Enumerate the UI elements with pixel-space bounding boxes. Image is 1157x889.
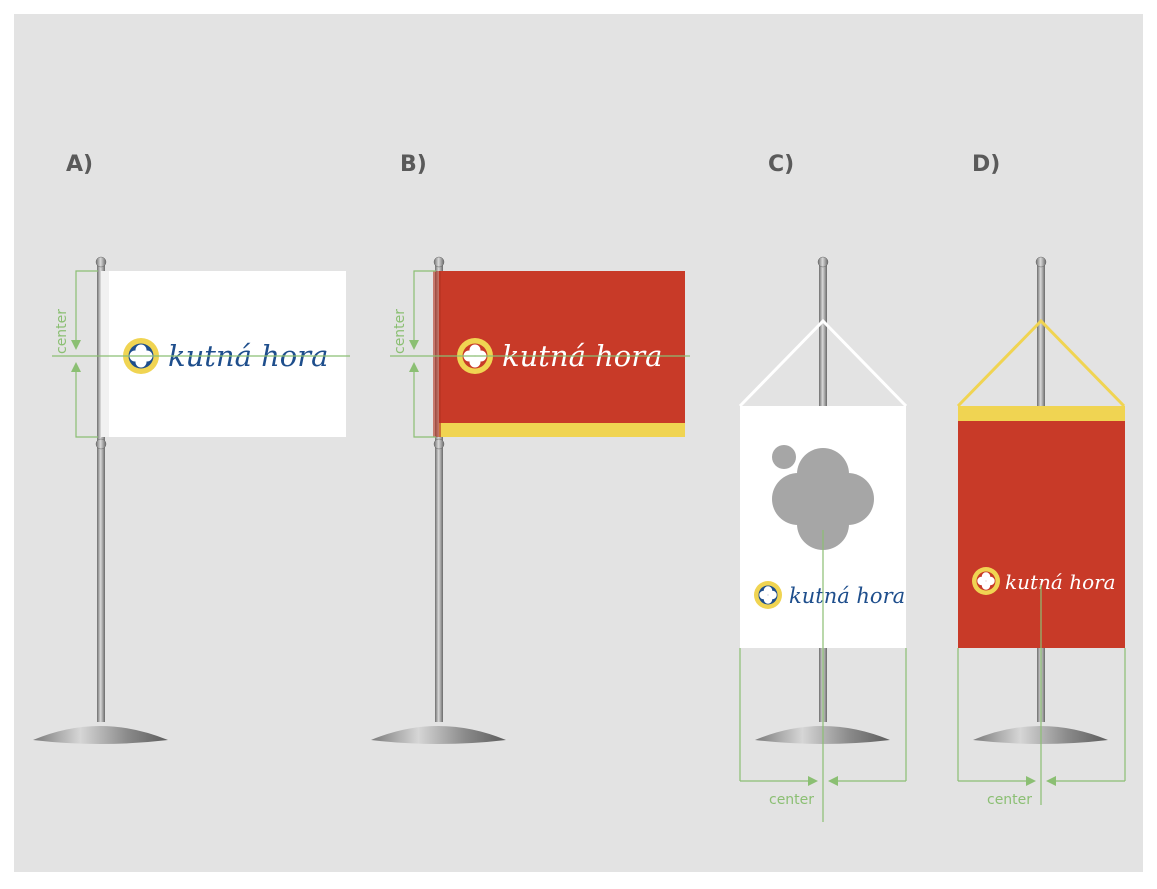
center-label: center (392, 309, 408, 354)
logo: kutná hora (754, 581, 905, 609)
logo-text: kutná hora (789, 584, 905, 608)
arrow-right-icon (1026, 776, 1036, 786)
center-guides (957, 585, 1126, 805)
panel-a: kutná hora center (33, 256, 350, 744)
pole-joint (95, 438, 107, 450)
pole-finial (433, 256, 445, 268)
pole-finial (1035, 256, 1047, 268)
center-guides (390, 270, 690, 438)
pole (435, 262, 443, 722)
banner-cord (738, 318, 908, 408)
pole (97, 262, 105, 722)
flag-yellow-stripe (439, 423, 685, 437)
banner-yellow-stripe (958, 406, 1125, 421)
flag-sleeve (101, 271, 109, 437)
arrow-down-icon (409, 340, 419, 350)
logo-inner-icon (976, 571, 996, 591)
quatrefoil-icon (977, 572, 995, 590)
arrow-up-icon (409, 362, 419, 372)
panel-label-a: A) (66, 152, 94, 177)
quatrefoil-icon (759, 586, 777, 604)
pole-finial (95, 256, 107, 268)
flag-sleeve (433, 271, 441, 437)
center-guides (52, 270, 350, 438)
pole-base (371, 726, 506, 744)
pole-finial (817, 256, 829, 268)
panel-label-d: D) (972, 152, 1001, 177)
arrow-left-icon (1046, 776, 1056, 786)
panel-label-b: B) (400, 152, 427, 177)
arrow-right-icon (808, 776, 818, 786)
banner-cord (956, 318, 1126, 408)
arrow-left-icon (828, 776, 838, 786)
panel-b: kutná hora center (371, 256, 690, 744)
center-label: center (987, 792, 1032, 808)
pole-joint (433, 438, 445, 450)
center-label: center (54, 309, 70, 354)
arrow-down-icon (71, 340, 81, 350)
emblem-placeholder-icon (772, 445, 874, 550)
logo-inner-icon (758, 585, 778, 605)
logo: kutná hora (972, 567, 1116, 595)
logo-text: kutná hora (1005, 570, 1116, 594)
panel-d: kutná hora center (956, 256, 1126, 808)
panel-c: kutná hora center (738, 256, 908, 822)
panel-label-c: C) (768, 152, 795, 177)
pole-base (33, 726, 168, 744)
arrow-up-icon (71, 362, 81, 372)
center-label: center (769, 792, 814, 808)
center-guides (739, 530, 907, 822)
background-panel (14, 14, 1143, 872)
